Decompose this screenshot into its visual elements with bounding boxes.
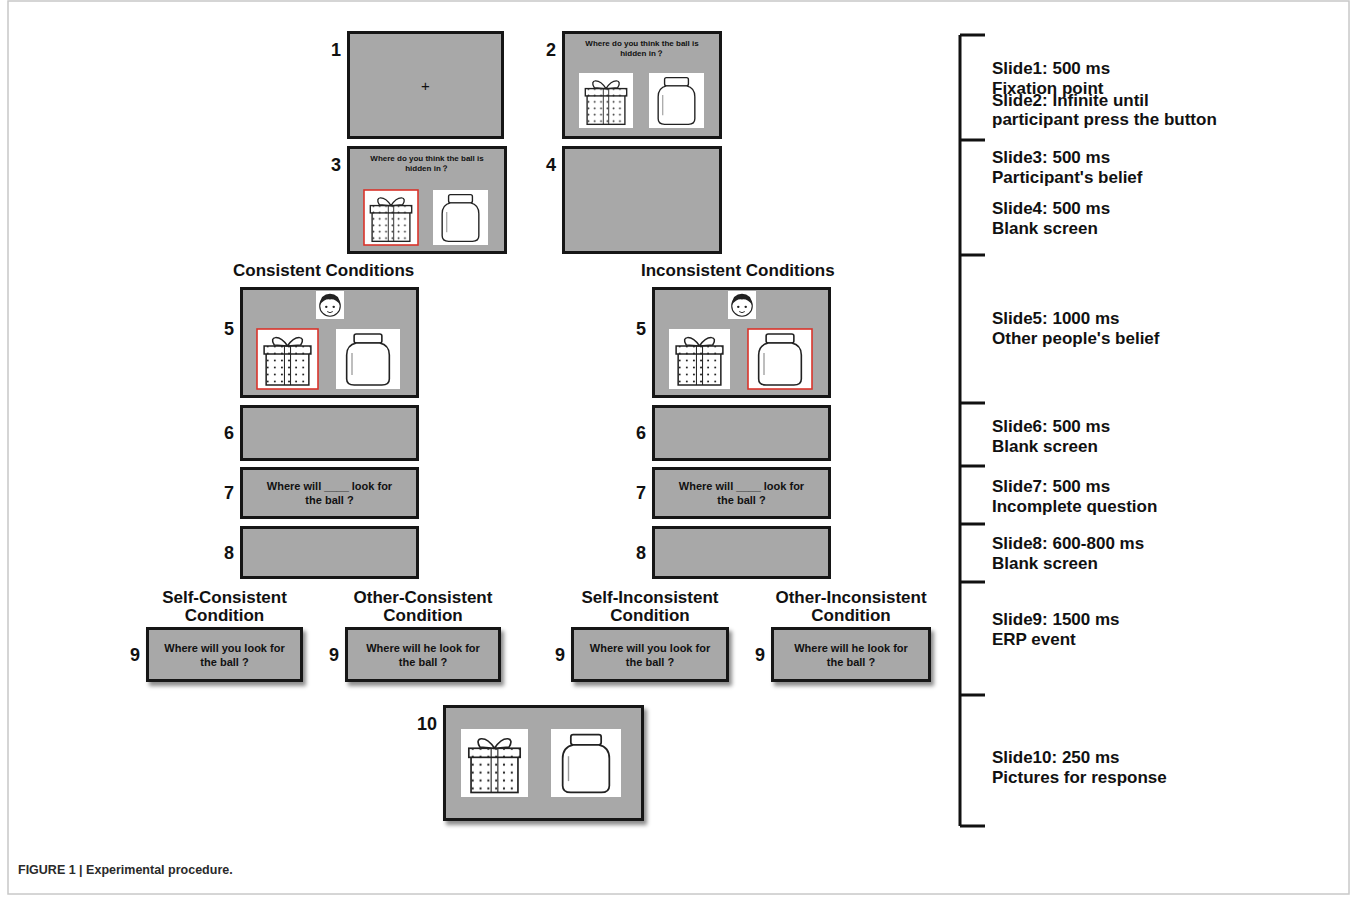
- jar-picture: [433, 190, 488, 245]
- timing-note: Slide6: 500 ms: [992, 417, 1110, 437]
- timing-note: Participant's belief: [992, 168, 1142, 188]
- slide-box: 5: [652, 287, 831, 398]
- gift-box-picture: [364, 190, 418, 245]
- gift-box-picture: [669, 329, 730, 389]
- jar-picture: [551, 729, 621, 797]
- slide-number: 1: [331, 39, 341, 61]
- timing-note: Other people's belief: [992, 329, 1159, 349]
- slide-number: 3: [331, 154, 341, 176]
- slide-number: 7: [224, 482, 234, 504]
- slide-box: Self-Inconsistent Condition9Where will y…: [571, 627, 729, 682]
- slide-box: 1+: [347, 31, 504, 139]
- condition-group-heading: Consistent Conditions: [233, 261, 414, 281]
- timing-note: Slide10: 250 ms: [992, 748, 1120, 768]
- frame: [8, 1, 1349, 894]
- slide-question: Where will ____ look for the ball ?: [265, 479, 395, 508]
- slide-number: 5: [636, 318, 646, 340]
- slide-number: 6: [224, 422, 234, 444]
- timing-note: ERP event: [992, 630, 1076, 650]
- face-icon: [728, 291, 756, 319]
- slide-question: Where will you look for the ball ?: [162, 640, 287, 669]
- face-icon: [316, 291, 344, 319]
- slide-number: 8: [224, 542, 234, 564]
- jar-picture: [649, 73, 704, 128]
- slide-box: 10: [443, 705, 644, 821]
- jar-picture: [336, 329, 400, 389]
- slide-number: 9: [329, 644, 339, 666]
- slide-question: Where do you think the ball is hidden in…: [365, 154, 490, 173]
- slide-box: 4: [562, 146, 722, 254]
- timing-bracket: [960, 35, 985, 826]
- gift-box-picture: [257, 329, 318, 389]
- condition-heading: Other-Consistent Condition: [326, 589, 520, 625]
- jar-picture: [748, 329, 812, 389]
- slide-box: 7Where will ____ look for the ball ?: [652, 467, 831, 519]
- slide-question: Where do you think the ball is hidden in…: [580, 39, 705, 58]
- slide-box: 6: [652, 405, 831, 461]
- timing-note: Slide2: Infinite until: [992, 91, 1149, 111]
- slide-box: 8: [652, 526, 831, 579]
- timing-note: Slide1: 500 ms: [992, 59, 1110, 79]
- slide-fills: [146, 31, 931, 821]
- timing-note: Blank screen: [992, 437, 1098, 457]
- condition-heading: Other-Inconsistent Condition: [752, 589, 950, 625]
- slide-box: 8: [240, 526, 419, 579]
- slide-box: 3Where do you think the ball is hidden i…: [347, 146, 507, 254]
- slide-number: 7: [636, 482, 646, 504]
- slide-question: Where will you look for the ball ?: [588, 640, 713, 669]
- slide-box: Self-Consistent Condition9Where will you…: [146, 627, 303, 682]
- slide-number: 9: [755, 644, 765, 666]
- choice-highlight: [364, 190, 418, 245]
- timing-note: Slide4: 500 ms: [992, 199, 1110, 219]
- slide-number: 9: [130, 644, 140, 666]
- timing-note: participant press the button: [992, 110, 1217, 130]
- condition-group-heading: Inconsistent Conditions: [641, 261, 835, 281]
- slide-number: 2: [546, 39, 556, 61]
- slide-number: 9: [555, 644, 565, 666]
- slide-box: 6: [240, 405, 419, 461]
- slide-box: Other-Consistent Condition9Where will he…: [345, 627, 501, 682]
- slide-number: 4: [546, 154, 556, 176]
- timing-note: Slide7: 500 ms: [992, 477, 1110, 497]
- slide-pictures: [257, 73, 812, 797]
- timing-note: Slide3: 500 ms: [992, 148, 1110, 168]
- slide-box: 5: [240, 287, 419, 398]
- timing-note: Slide9: 1500 ms: [992, 610, 1120, 630]
- fixation-cross: +: [421, 78, 430, 93]
- slide-box: Other-Inconsistent Condition9Where will …: [771, 627, 931, 682]
- slide-box: 2Where do you think the ball is hidden i…: [562, 31, 722, 139]
- timing-note: Slide8: 600-800 ms: [992, 534, 1144, 554]
- slide-question: Where will ____ look for the ball ?: [677, 479, 807, 508]
- slide-question: Where will he look for the ball ?: [789, 640, 914, 669]
- gift-box-picture: [579, 73, 633, 128]
- slide-question: Where will he look for the ball ?: [361, 640, 486, 669]
- choice-highlight: [257, 329, 318, 389]
- figure-caption: FIGURE 1 | Experimental procedure.: [18, 862, 233, 878]
- slide-number: 10: [417, 713, 437, 735]
- condition-heading: Self-Inconsistent Condition: [552, 589, 748, 625]
- slide-number: 8: [636, 542, 646, 564]
- timing-note: Blank screen: [992, 219, 1098, 239]
- timing-note: Blank screen: [992, 554, 1098, 574]
- timing-note: Slide5: 1000 ms: [992, 309, 1120, 329]
- gift-box-picture: [461, 729, 528, 797]
- condition-heading: Self-Consistent Condition: [127, 589, 322, 625]
- slide-box: 7Where will ____ look for the ball ?: [240, 467, 419, 519]
- timing-note: Incomplete question: [992, 497, 1157, 517]
- timing-note: Pictures for response: [992, 768, 1167, 788]
- slide-number: 6: [636, 422, 646, 444]
- choice-highlight: [748, 329, 812, 389]
- slide-number: 5: [224, 318, 234, 340]
